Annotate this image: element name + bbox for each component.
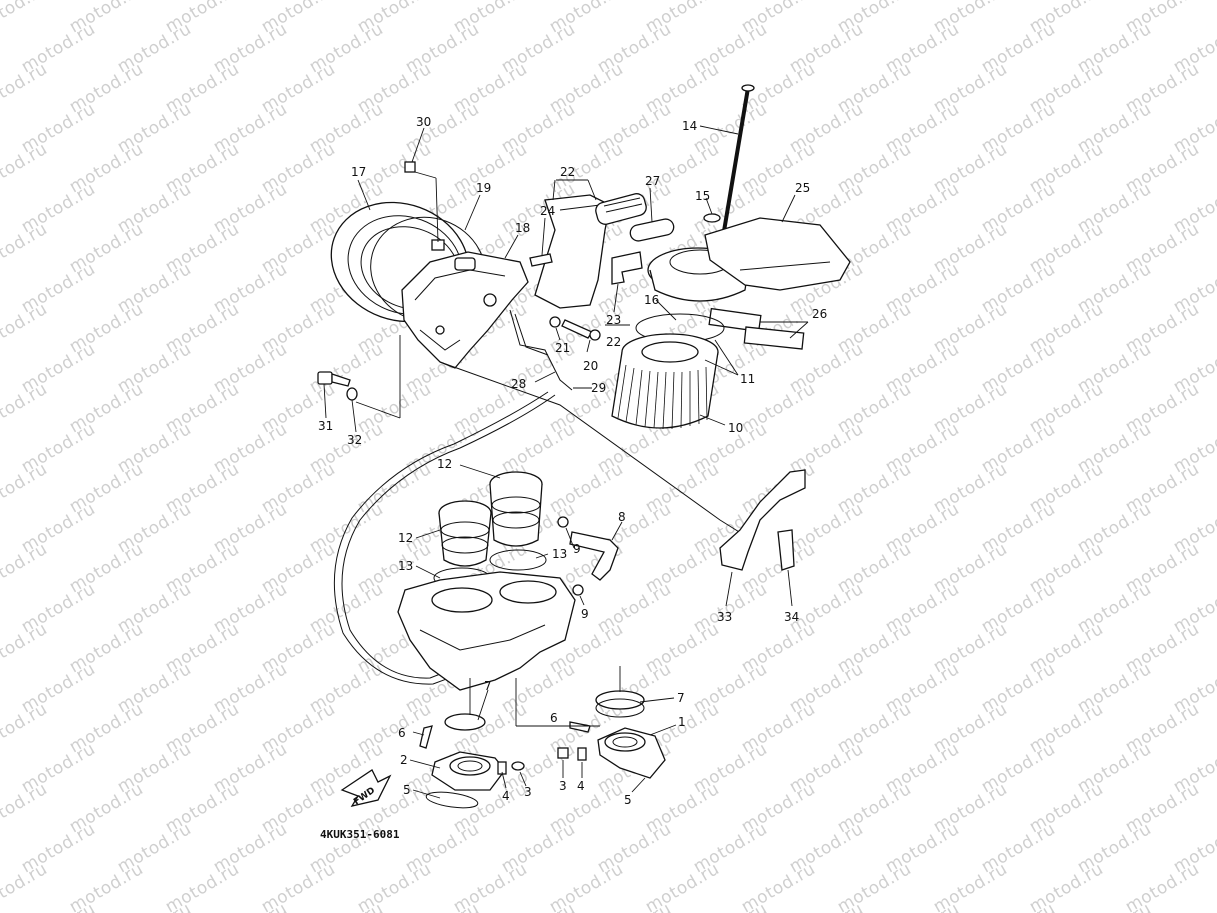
callout-6-right: 6 [550,711,558,725]
screw-6b [569,721,591,733]
callout-15: 15 [695,189,710,203]
intake-duct [534,193,647,309]
clip-30 [404,161,416,173]
callout-18: 18 [515,221,530,235]
callout-21: 21 [555,341,570,355]
callout-6-left: 6 [398,726,406,740]
pad-26b [743,326,805,350]
callout-26: 26 [812,307,827,321]
callout-9-bottom: 9 [581,607,589,621]
callout-5-left: 5 [403,783,411,797]
leader-lines [323,125,809,799]
clip-24 [529,253,553,267]
callout-labels: 30 17 19 18 22 24 27 14 15 25 16 23 22 2… [318,115,827,841]
callout-17: 17 [351,165,366,179]
air-filter-case [401,251,529,369]
washer-32 [346,387,358,401]
callout-30: 30 [416,115,431,129]
spring-4b [577,747,587,761]
drawing-code: 4KUK351-6081 [320,828,400,841]
callout-13-left: 13 [398,559,413,573]
callout-5-right: 5 [624,793,632,807]
callout-19: 19 [476,181,491,195]
callout-10: 10 [728,421,743,435]
callout-33: 33 [717,610,732,624]
callout-11: 11 [740,372,755,386]
callout-3-left: 3 [524,785,532,799]
long-bolt [718,84,755,256]
callout-31: 31 [318,419,333,433]
velocity-stack-left [438,500,492,567]
callout-23: 23 [606,313,621,327]
callout-20: 20 [583,359,598,373]
washer-21 [549,316,561,328]
hose-28 [509,309,573,391]
bolt-20 [561,319,601,341]
callout-1: 1 [678,715,686,729]
carburetor-assembly [397,571,576,691]
callout-4-left: 4 [502,789,510,803]
callout-7-right: 7 [677,691,685,705]
callout-16: 16 [644,293,659,307]
air-filter-element [611,333,719,430]
gasket-5a [425,791,479,809]
callout-9-top: 9 [573,542,581,556]
callout-12-top: 12 [437,457,452,471]
clip-9b [572,584,584,596]
cap-3b [557,747,569,759]
callout-25: 25 [795,181,810,195]
gasket-23 [611,251,643,285]
callout-13-right: 13 [552,547,567,561]
clip-9a [557,516,569,528]
intake-joint-left [431,713,506,791]
callout-12-left: 12 [398,531,413,545]
callout-14: 14 [682,119,697,133]
clamp-13b [489,549,547,571]
callout-28: 28 [511,377,526,391]
callout-7-left: 7 [484,679,492,693]
callout-29: 29 [591,381,606,395]
callout-24: 24 [540,204,555,218]
bolt-31 [317,371,351,387]
callout-3-right: 3 [559,779,567,793]
hose-8 [569,531,619,581]
callout-4-right: 4 [577,779,585,793]
callout-32: 32 [347,433,362,447]
fwd-arrow [340,769,392,807]
hose-lead-33 [439,361,753,541]
velocity-stack-right [489,471,543,547]
washer-15 [703,213,721,223]
callout-27: 27 [645,174,660,188]
seal-27 [629,218,675,242]
pad-26a [708,307,762,333]
callout-8: 8 [618,510,626,524]
intake-joint-right [595,690,666,779]
bracket-33 [719,469,806,571]
clip-34 [777,529,795,571]
cap-3a [511,761,525,771]
screw-6a [419,725,433,749]
callout-34: 34 [784,610,799,624]
callout-2: 2 [400,753,408,767]
spring-4a [497,761,507,775]
callout-22-top: 22 [560,165,575,179]
top-cover [704,217,851,291]
callout-22-bottom: 22 [606,335,621,349]
